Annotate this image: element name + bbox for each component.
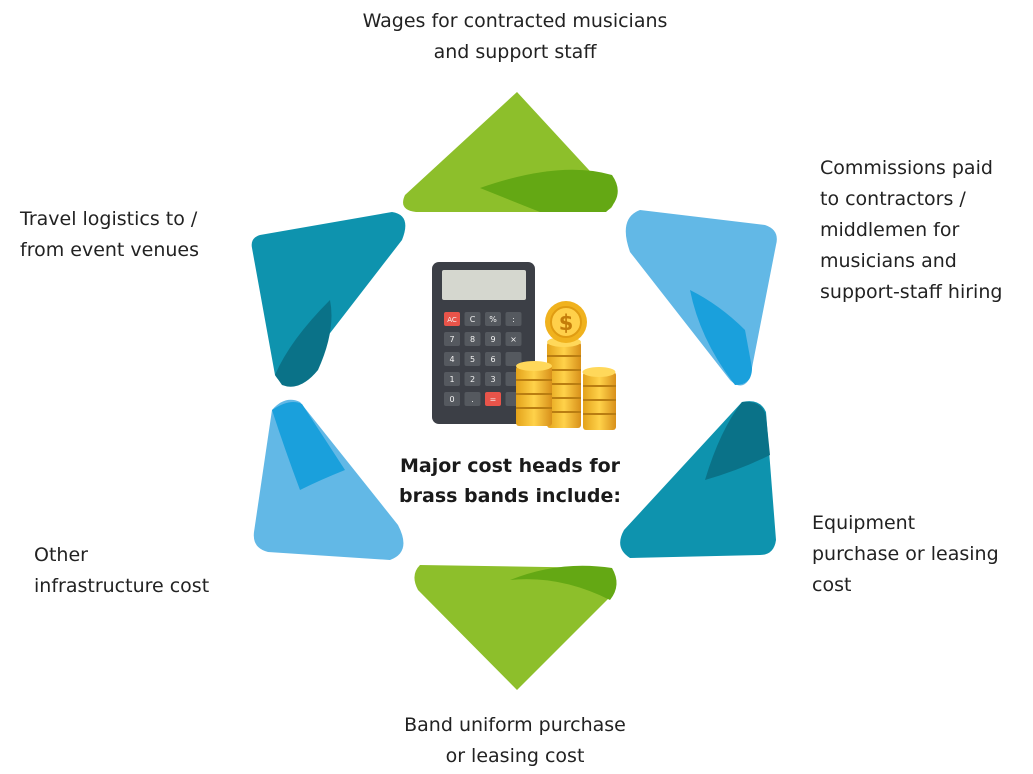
calculator-key — [464, 392, 481, 406]
label-line: from event venues — [20, 239, 200, 261]
cost-label-commissions: Commissions paid to contractors / middle… — [820, 153, 1002, 308]
calculator-key — [444, 392, 460, 406]
coin-stack-illustration: $ — [516, 301, 616, 430]
label-line: support-staff hiring — [820, 281, 1003, 303]
calculator-key — [464, 372, 481, 386]
calculator-key — [485, 332, 501, 346]
label-line: purchase or leasing — [812, 543, 999, 565]
cost-label-travel: Travel logistics to / from event venues — [20, 204, 199, 266]
label-line: or leasing cost — [445, 745, 585, 767]
arrow-top-left — [251, 212, 406, 387]
label-line: Travel logistics to / — [20, 208, 198, 230]
calculator-key — [444, 372, 460, 386]
label-line: musicians and — [820, 250, 957, 272]
calculator-key-label: 6 — [490, 355, 495, 364]
cost-label-uniform: Band uniform purchase or leasing cost — [320, 710, 710, 772]
calculator-key-label: 5 — [470, 355, 475, 364]
calculator-key-label: × — [510, 335, 517, 344]
calculator-key-label: 4 — [449, 355, 454, 364]
arrow-bottom-right — [620, 401, 776, 558]
calculator-key-label: : — [512, 315, 515, 324]
arrow-bottom — [414, 565, 617, 690]
calculator-key — [444, 352, 460, 366]
calculator-key-label: 9 — [490, 335, 495, 344]
calculator-key-label: 7 — [449, 335, 454, 344]
cost-label-equipment: Equipment purchase or leasing cost — [812, 508, 999, 601]
calculator-key-label: 1 — [449, 375, 454, 384]
calculator-key-label: C — [470, 315, 476, 324]
arrow-top — [403, 92, 618, 212]
label-line: and support staff — [433, 41, 597, 63]
label-line: infrastructure cost — [34, 575, 210, 597]
calculator-key-label: 0 — [449, 395, 454, 404]
arrow-bottom-left — [253, 399, 404, 560]
calculator-key-label: 3 — [490, 375, 495, 384]
calculator-key — [464, 352, 481, 366]
label-line: Other — [34, 544, 88, 566]
label-line: Wages for contracted musicians — [362, 10, 668, 32]
center-title-line: Major cost heads for — [399, 455, 621, 477]
calculator-key-label: 8 — [470, 335, 475, 344]
cost-label-infrastructure: Other infrastructure cost — [34, 540, 209, 602]
dollar-coin-icon: $ — [545, 301, 587, 343]
calculator-key-label: . — [471, 395, 474, 404]
coin-symbol: $ — [559, 311, 574, 335]
calculator-key-label: 2 — [470, 375, 475, 384]
coin-stack-right — [582, 367, 616, 430]
calculator-key-label: % — [489, 315, 497, 324]
calculator-key — [464, 332, 481, 346]
calculator-key-label: = — [490, 395, 497, 404]
calculator-display — [442, 270, 526, 300]
label-line: Equipment — [812, 512, 916, 534]
calculator-key — [505, 332, 522, 346]
calculator-key — [444, 312, 460, 326]
calculator-key — [505, 312, 522, 326]
cost-label-wages: Wages for contracted musicians and suppo… — [300, 6, 730, 68]
label-line: cost — [812, 574, 852, 596]
center-title-line: brass bands include: — [399, 485, 621, 507]
label-line: to contractors / — [820, 188, 966, 210]
label-line: middlemen for — [820, 219, 960, 241]
center-title: Major cost heads for brass bands include… — [360, 451, 660, 511]
calculator-key — [485, 372, 501, 386]
arrow-top-right — [625, 210, 777, 386]
calculator-key-label: AC — [447, 316, 457, 324]
calculator-key — [505, 352, 522, 366]
coin-stack-back — [547, 337, 581, 428]
label-line: Band uniform purchase — [404, 714, 626, 736]
calculator-key — [485, 312, 501, 326]
coin-stack-left — [516, 361, 552, 426]
calculator-key — [485, 392, 501, 406]
calculator-key — [485, 352, 501, 366]
calculator-key — [444, 332, 460, 346]
calculator-key — [464, 312, 481, 326]
label-line: Commissions paid — [820, 157, 993, 179]
